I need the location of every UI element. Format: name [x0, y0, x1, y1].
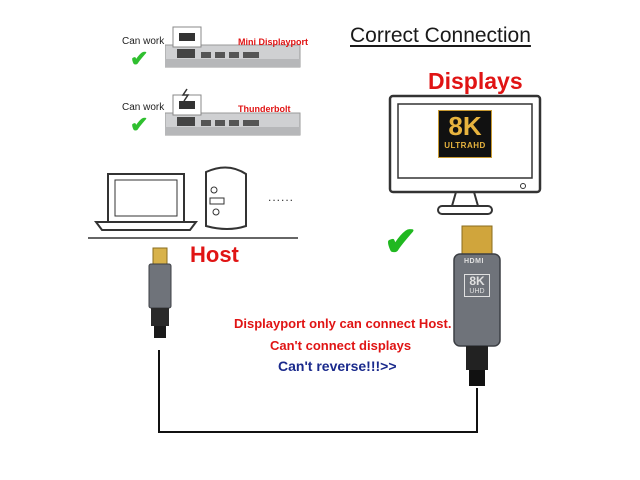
- note-displayport-host-only: Displayport only can connect Host.: [234, 316, 452, 331]
- checkmark-icon: ✔: [384, 220, 418, 264]
- hdmi-plug: [453, 225, 501, 386]
- laptop-side-thunderbolt: [165, 88, 301, 136]
- checkmark-icon: ✔: [130, 46, 149, 71]
- host-devices-illustration: [88, 166, 298, 239]
- note-cant-connect-displays: Can't connect displays: [270, 338, 412, 353]
- host-caption-1: Can work: [122, 36, 165, 47]
- checkmark-icon: ✔: [130, 112, 149, 137]
- mini-displayport-plug: [148, 247, 172, 338]
- plug-8k-badge: 8K UHD: [464, 274, 490, 297]
- laptop-port-illustrations: [165, 26, 301, 136]
- plug-brand-text: HDMI: [464, 258, 484, 265]
- more-devices-ellipsis: ......: [268, 190, 295, 204]
- badge-resolution: 8K: [448, 111, 482, 141]
- plug-badge-resolution: 8K: [469, 274, 485, 288]
- plug-badge-subtitle: UHD: [469, 288, 485, 295]
- 8k-ultrahd-badge: 8K ULTRAHD: [438, 110, 492, 158]
- host-caption-2: Can work: [122, 102, 165, 113]
- laptop-icon: [94, 173, 198, 231]
- port-label-mini-displayport: Mini Displayport: [238, 37, 309, 47]
- port-label-thunderbolt: Thunderbolt: [238, 104, 291, 114]
- desktop-tower-icon: [205, 166, 247, 230]
- laptop-side-mini-dp: [165, 26, 301, 68]
- displays-label: Displays: [428, 68, 523, 94]
- page-title: Correct Connection: [350, 24, 531, 47]
- badge-subtitle: ULTRAHD: [444, 141, 486, 150]
- host-label: Host: [190, 242, 239, 267]
- note-cant-reverse: Can't reverse!!!>>: [278, 358, 397, 374]
